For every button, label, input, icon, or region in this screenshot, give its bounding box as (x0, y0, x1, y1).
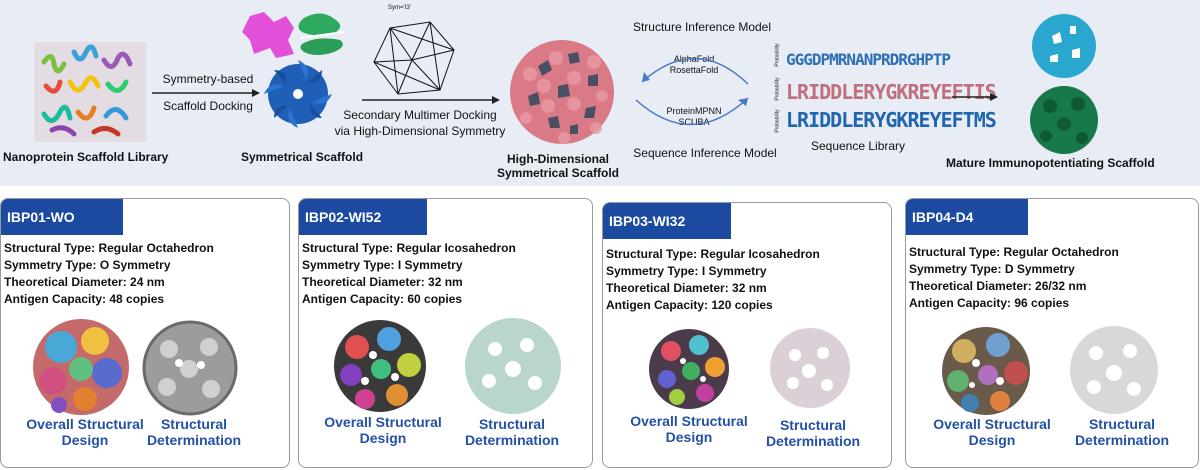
caption-determination-1: Structural (478, 416, 546, 432)
card-title: IBP03-WI32 (603, 203, 731, 239)
theoretical-diameter: Theoretical Diameter: 26/32 nm (909, 279, 1087, 293)
sequence-logo-3: LRIDDLERYGKREYEFTMS (786, 108, 997, 132)
sequence-logo-2: LRIDDLERYGKREYEFTIS (786, 80, 997, 104)
multimer-label-1: Secondary Multimer Docking (343, 108, 497, 122)
multimer-label-2: via High-Dimensional Symmetry (334, 124, 506, 138)
antigen-capacity: Antigen Capacity: 48 copies (4, 292, 165, 306)
docking-label-2: Scaffold Docking (163, 99, 253, 113)
card-title: IBP02-WI52 (299, 199, 427, 235)
library-label: Nanoprotein Scaffold Library (3, 150, 169, 164)
symmetric-scaffold-label: Symmetrical Scaffold (241, 150, 364, 164)
caption-determination-2: Determination (146, 432, 242, 448)
symmetrical-scaffold-image (264, 60, 332, 128)
overall-design-image (334, 320, 426, 412)
structural-determination-image (142, 320, 238, 416)
final-arrow-icon (952, 93, 998, 101)
card-ibp04: IBP04-D4 Structural Type: Regular Octahe… (905, 198, 1199, 468)
multimer-arrow-icon (362, 96, 500, 104)
caption-determination-2: Determination (1074, 432, 1170, 448)
caption-overall-1: Overall Structural (630, 413, 748, 429)
card-ibp02: IBP02-WI52 Structural Type: Regular Icos… (298, 198, 593, 468)
sequence-library-label: Sequence Library (810, 139, 906, 153)
probability-axis-3: Probability (774, 109, 781, 133)
caption-overall-1: Overall Structural (26, 416, 144, 432)
card-ibp03: IBP03-WI32 Structural Type: Regular Icos… (602, 202, 892, 468)
structural-type: Structural Type: Regular Octahedron (4, 241, 214, 255)
mature-scaffold-label: Mature Immunopotentiating Scaffold (946, 156, 1155, 170)
mature-scaffold-blue-image (1032, 14, 1096, 78)
theoretical-diameter: Theoretical Diameter: 32 nm (302, 275, 463, 289)
hd-label-1: High-Dimensional (506, 152, 609, 166)
structure-model-label: Structure Inference Model (632, 20, 772, 34)
symmetry-type: Symmetry Type: D Symmetry (909, 262, 1075, 276)
overall-design-image (33, 319, 129, 415)
caption-overall-1: Overall Structural (324, 414, 442, 430)
caption-overall-2: Design (968, 432, 1016, 448)
structural-determination-image (465, 318, 561, 414)
high-dimensional-scaffold-image (510, 40, 614, 144)
inference-cycle-arrows-icon (635, 57, 749, 126)
mature-scaffold-green-image (1030, 86, 1098, 154)
caption-determination-2: Determination (464, 432, 560, 448)
monomer-fragments-image (242, 12, 345, 58)
probability-axis-2: Probability (774, 77, 781, 101)
sequence-model-label: Sequence Inference Model (633, 146, 777, 160)
card-title: IBP04-D4 (906, 199, 1028, 235)
caption-overall-1: Overall Structural (933, 416, 1051, 432)
caption-determination-1: Structural (160, 416, 228, 432)
scaffold-library-image (34, 42, 146, 142)
icosahedron-wireframe-icon (373, 21, 455, 95)
scuba-label: SCUBA (678, 117, 710, 127)
caption-overall-2: Design (359, 430, 407, 446)
structural-type: Structural Type: Regular Icosahedron (302, 241, 516, 255)
rosettafold-label: RosettaFold (669, 65, 719, 75)
probability-axis-1: Probability (774, 43, 781, 67)
theoretical-diameter: Theoretical Diameter: 32 nm (606, 281, 767, 295)
structural-determination-image (770, 328, 850, 408)
structural-determination-image (1070, 326, 1158, 414)
docking-arrow-icon (152, 89, 260, 97)
symmetry-type: Symmetry Type: O Symmetry (4, 258, 171, 272)
hd-label-2: Symmetrical Scaffold (496, 166, 620, 180)
antigen-capacity: Antigen Capacity: 60 copies (302, 292, 463, 306)
caption-determination-1: Structural (779, 417, 847, 433)
antigen-capacity: Antigen Capacity: 120 copies (606, 298, 773, 312)
symmetry-type: Symmetry Type: I Symmetry (302, 258, 463, 272)
caption-determination-1: Structural (1088, 416, 1156, 432)
overall-design-image (942, 327, 1030, 415)
sequence-logo-1: GGGDPMRNANPRDRGHPTP (786, 50, 951, 69)
caption-overall-2: Design (61, 432, 109, 448)
structural-type: Structural Type: Regular Icosahedron (606, 247, 820, 261)
card-title: IBP01-WO (1, 199, 123, 235)
structural-type: Structural Type: Regular Octahedron (909, 245, 1119, 259)
overall-design-image (649, 329, 729, 409)
card-ibp01: IBP01-WO Structural Type: Regular Octahe… (0, 198, 290, 468)
caption-overall-2: Design (665, 429, 713, 445)
theoretical-diameter: Theoretical Diameter: 24 nm (4, 275, 165, 289)
proteinmpnn-label: ProteinMPNN (666, 106, 722, 116)
symmetry-type: Symmetry Type: I Symmetry (606, 264, 767, 278)
antigen-capacity: Antigen Capacity: 96 copies (909, 296, 1070, 310)
sym-text: Sym='I3' (388, 5, 411, 11)
docking-label-1: Symmetry-based (162, 72, 254, 86)
caption-determination-2: Determination (765, 433, 861, 449)
